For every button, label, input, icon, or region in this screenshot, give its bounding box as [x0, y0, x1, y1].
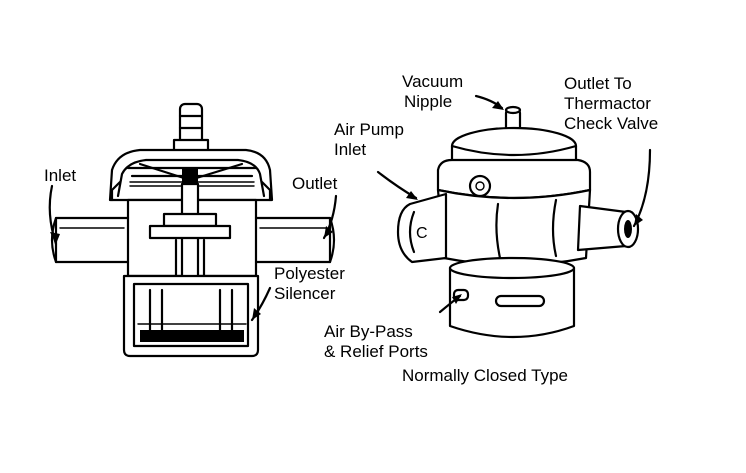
top-dome [436, 126, 592, 200]
label-vacuum: Vacuum [402, 72, 464, 91]
diaphragm-cap [108, 148, 274, 202]
lower-canister [448, 256, 576, 339]
label-silencer: Silencer [274, 284, 336, 303]
silencer-housing [122, 274, 260, 358]
label-check-valve: Check Valve [564, 114, 659, 133]
label-air-pump-inlet: Inlet [334, 140, 367, 159]
cross-section-valve [48, 102, 338, 358]
label-outlet-to: Outlet To [564, 74, 632, 93]
label-nipple: Nipple [404, 92, 453, 111]
label-thermactor: Thermactor [564, 94, 651, 113]
inlet-flange [396, 192, 448, 264]
main-body [436, 174, 592, 267]
outlet-pipe [576, 204, 640, 252]
external-valve [376, 94, 652, 339]
label-inlet: Inlet [44, 166, 77, 185]
label-air-pump: Air Pump [334, 120, 404, 139]
label-body-letter: C [416, 225, 428, 242]
label-relief: & Relief Ports [324, 342, 428, 361]
right-leader-lines [376, 94, 652, 314]
label-polyester: Polyester [274, 264, 345, 283]
label-bypass: Air By-Pass [324, 322, 413, 341]
left-vacuum-nipple [172, 102, 210, 154]
left-leader-lines [48, 184, 338, 322]
label-outlet: Outlet [292, 174, 338, 193]
label-type: Normally Closed Type [402, 366, 568, 385]
